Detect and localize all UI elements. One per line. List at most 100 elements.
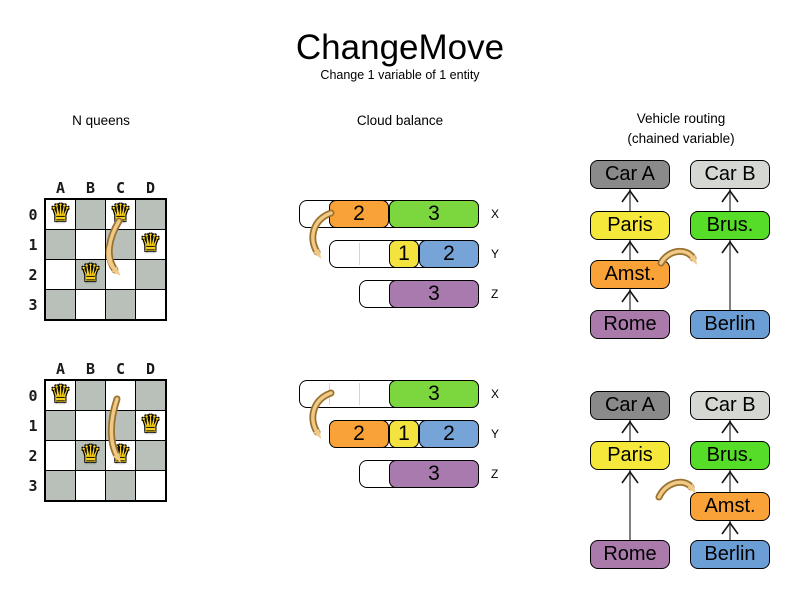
chain-arrowhead-icon xyxy=(621,289,639,303)
board-cell xyxy=(76,441,105,470)
chain-arrowhead-icon xyxy=(621,420,639,434)
board-cell xyxy=(106,381,135,410)
computer-label: Y xyxy=(491,427,500,441)
board-column-label: C xyxy=(115,360,126,378)
board-cell xyxy=(136,471,165,500)
stop-box: Berlin xyxy=(690,540,770,569)
board-cell xyxy=(76,260,105,289)
process-block: 2 xyxy=(419,240,479,268)
process-block: 1 xyxy=(389,240,419,268)
chain-arrowhead-icon xyxy=(621,240,639,254)
chess-board: ♛ ♛ ♛ ♛ xyxy=(44,198,167,321)
queen-piece: ♛ xyxy=(79,260,102,287)
capacity-divider xyxy=(329,383,330,405)
board-cell xyxy=(136,381,165,410)
board-cell xyxy=(46,200,75,229)
vehicle-box: Car B xyxy=(690,160,770,189)
queen-piece: ♛ xyxy=(79,441,102,468)
board-column-label: D xyxy=(145,179,156,197)
board-row-label: 1 xyxy=(28,235,38,254)
queen-piece: ♛ xyxy=(49,381,72,408)
cloud-balance-header: Cloud balance xyxy=(356,113,444,128)
board-cell xyxy=(46,230,75,259)
board-cell xyxy=(76,200,105,229)
stop-box: Paris xyxy=(590,211,670,240)
stop-box: Amst. xyxy=(590,260,670,289)
board-cell xyxy=(136,230,165,259)
board-cell xyxy=(76,471,105,500)
page-subtitle: Change 1 variable of 1 entity xyxy=(320,68,480,82)
queen-piece: ♛ xyxy=(49,200,72,227)
board-row-label: 2 xyxy=(28,446,38,465)
board-cell xyxy=(46,290,75,319)
capacity-divider xyxy=(359,243,360,265)
board-column-label: D xyxy=(145,360,156,378)
vehicle-box: Car A xyxy=(590,391,670,420)
nqueens-header: N queens xyxy=(72,113,130,128)
board-cell xyxy=(136,290,165,319)
stop-box: Brus. xyxy=(690,441,770,470)
process-block: 3 xyxy=(389,380,479,408)
stop-box: Brus. xyxy=(690,211,770,240)
process-block: 3 xyxy=(389,280,479,308)
board-cell xyxy=(46,411,75,440)
board-column-label: B xyxy=(85,360,96,378)
board-column-label: A xyxy=(55,360,66,378)
board-cell xyxy=(106,260,135,289)
process-block: 1 xyxy=(389,420,419,448)
stop-box: Berlin xyxy=(690,310,770,339)
board-cell xyxy=(46,471,75,500)
chain-connectors xyxy=(621,189,739,540)
board-row-label: 0 xyxy=(28,386,38,405)
board-cell xyxy=(106,411,135,440)
vehicle-routing-header-line2: (chained variable) xyxy=(627,130,735,146)
chain-arrowhead-icon xyxy=(721,189,739,203)
queen-piece: ♛ xyxy=(139,230,162,257)
chain-arrowhead-icon xyxy=(721,470,739,484)
computer-label: Y xyxy=(491,247,500,261)
process-block: 2 xyxy=(329,420,389,448)
queen-piece: ♛ xyxy=(109,200,132,227)
stop-box: Amst. xyxy=(690,492,770,521)
board-column-label: C xyxy=(115,179,126,197)
board-row-label: 0 xyxy=(28,205,38,224)
computer-label: X xyxy=(491,387,500,401)
computer-label: Z xyxy=(491,467,499,481)
board-row-label: 1 xyxy=(28,416,38,435)
capacity-divider xyxy=(359,383,360,405)
process-block: 3 xyxy=(389,460,479,488)
board-cell xyxy=(106,230,135,259)
board-cell xyxy=(106,290,135,319)
stop-box: Paris xyxy=(590,441,670,470)
chain-arrowhead-icon xyxy=(621,470,639,484)
computer-label: X xyxy=(491,207,500,221)
computer-label: Z xyxy=(491,287,499,301)
board-cell xyxy=(136,441,165,470)
queen-piece: ♛ xyxy=(109,441,132,468)
process-block: 3 xyxy=(389,200,479,228)
board-cell xyxy=(136,411,165,440)
chess-board: ♛ ♛ ♛ ♛ xyxy=(44,379,167,502)
board-row-label: 2 xyxy=(28,265,38,284)
board-cell xyxy=(136,200,165,229)
board-cell xyxy=(46,381,75,410)
move-arrow-vehicle-after xyxy=(655,478,696,501)
process-block: 2 xyxy=(329,200,389,228)
stop-box: Rome xyxy=(590,540,670,569)
board-cell xyxy=(76,381,105,410)
page-title: ChangeMove xyxy=(295,28,505,67)
board-cell xyxy=(136,260,165,289)
vehicle-box: Car A xyxy=(590,160,670,189)
board-cell xyxy=(76,290,105,319)
board-cell xyxy=(46,441,75,470)
board-cell xyxy=(76,230,105,259)
chain-arrowhead-icon xyxy=(621,189,639,203)
stop-box: Rome xyxy=(590,310,670,339)
vehicle-routing-header: Vehicle routing (chained variable) xyxy=(627,109,734,148)
board-cell xyxy=(106,471,135,500)
board-column-label: B xyxy=(85,179,96,197)
board-column-label: A xyxy=(55,179,66,197)
queen-piece: ♛ xyxy=(139,411,162,438)
vehicle-box: Car B xyxy=(690,391,770,420)
